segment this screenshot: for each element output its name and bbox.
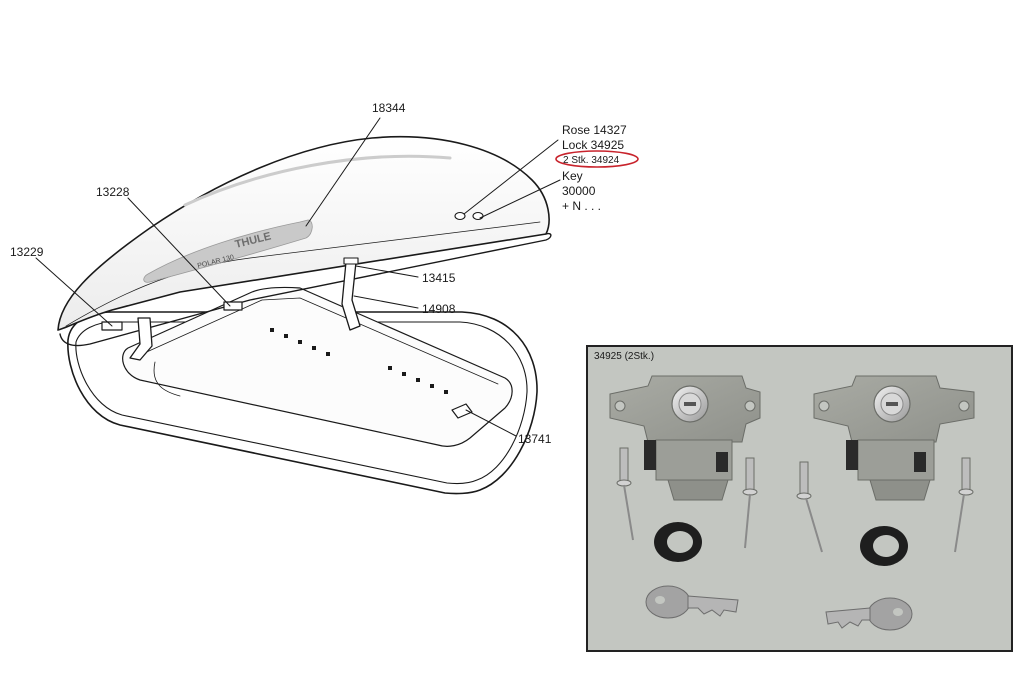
strut-rear-cap [343, 257, 359, 265]
callout-14908: 14908 [422, 302, 456, 316]
stk-highlight-circle [555, 150, 639, 168]
box-lid-edge [59, 232, 552, 347]
part-13741-latch [451, 403, 473, 419]
key-left [645, 585, 739, 619]
key-right [825, 597, 913, 631]
leader-lines [35, 117, 561, 437]
rivet-2 [742, 457, 758, 549]
roof-box-drawing [35, 117, 561, 495]
box-inner-wall [139, 297, 499, 385]
box-inner-corner [153, 361, 181, 397]
rose-ring-left [654, 522, 702, 562]
callout-18344: 18344 [372, 101, 406, 115]
stk-label: 2 Stk. 34924 [563, 155, 620, 166]
key-label: Key [562, 169, 583, 183]
rose-label: Rose 14327 [562, 123, 627, 137]
box-lid-crease [65, 221, 541, 327]
rose-ring-right [860, 526, 908, 566]
rivet-3 [796, 461, 823, 553]
box-inner-floor [122, 286, 513, 447]
lock-assembly-right [813, 375, 975, 501]
box-lid-highlight [183, 154, 452, 207]
product-photo: 34925 (2Stk.) [586, 345, 1013, 652]
callout-13229: 13229 [10, 245, 44, 259]
rivets [616, 447, 974, 553]
callout-13228: 13228 [96, 185, 130, 199]
more-label: + N . . . [562, 199, 601, 213]
lock-info-callout: Rose 14327 Lock 34925 2 Stk. 34924 Key 3… [555, 123, 639, 213]
key-number: 30000 [562, 184, 596, 198]
rivet-1 [616, 447, 634, 541]
part-13228-clip [223, 301, 243, 311]
part-lock-on-lid [454, 211, 484, 221]
photo-caption: 34925 (2Stk.) [594, 351, 654, 362]
mounting-holes [270, 328, 448, 394]
callout-13415: 13415 [422, 271, 456, 285]
rivet-4 [954, 457, 974, 553]
callout-13741: 13741 [518, 432, 552, 446]
lock-label: Lock 34925 [562, 138, 624, 152]
strut-front [129, 317, 153, 361]
lock-assembly-left [609, 375, 761, 501]
box-branding-strip [143, 219, 313, 283]
